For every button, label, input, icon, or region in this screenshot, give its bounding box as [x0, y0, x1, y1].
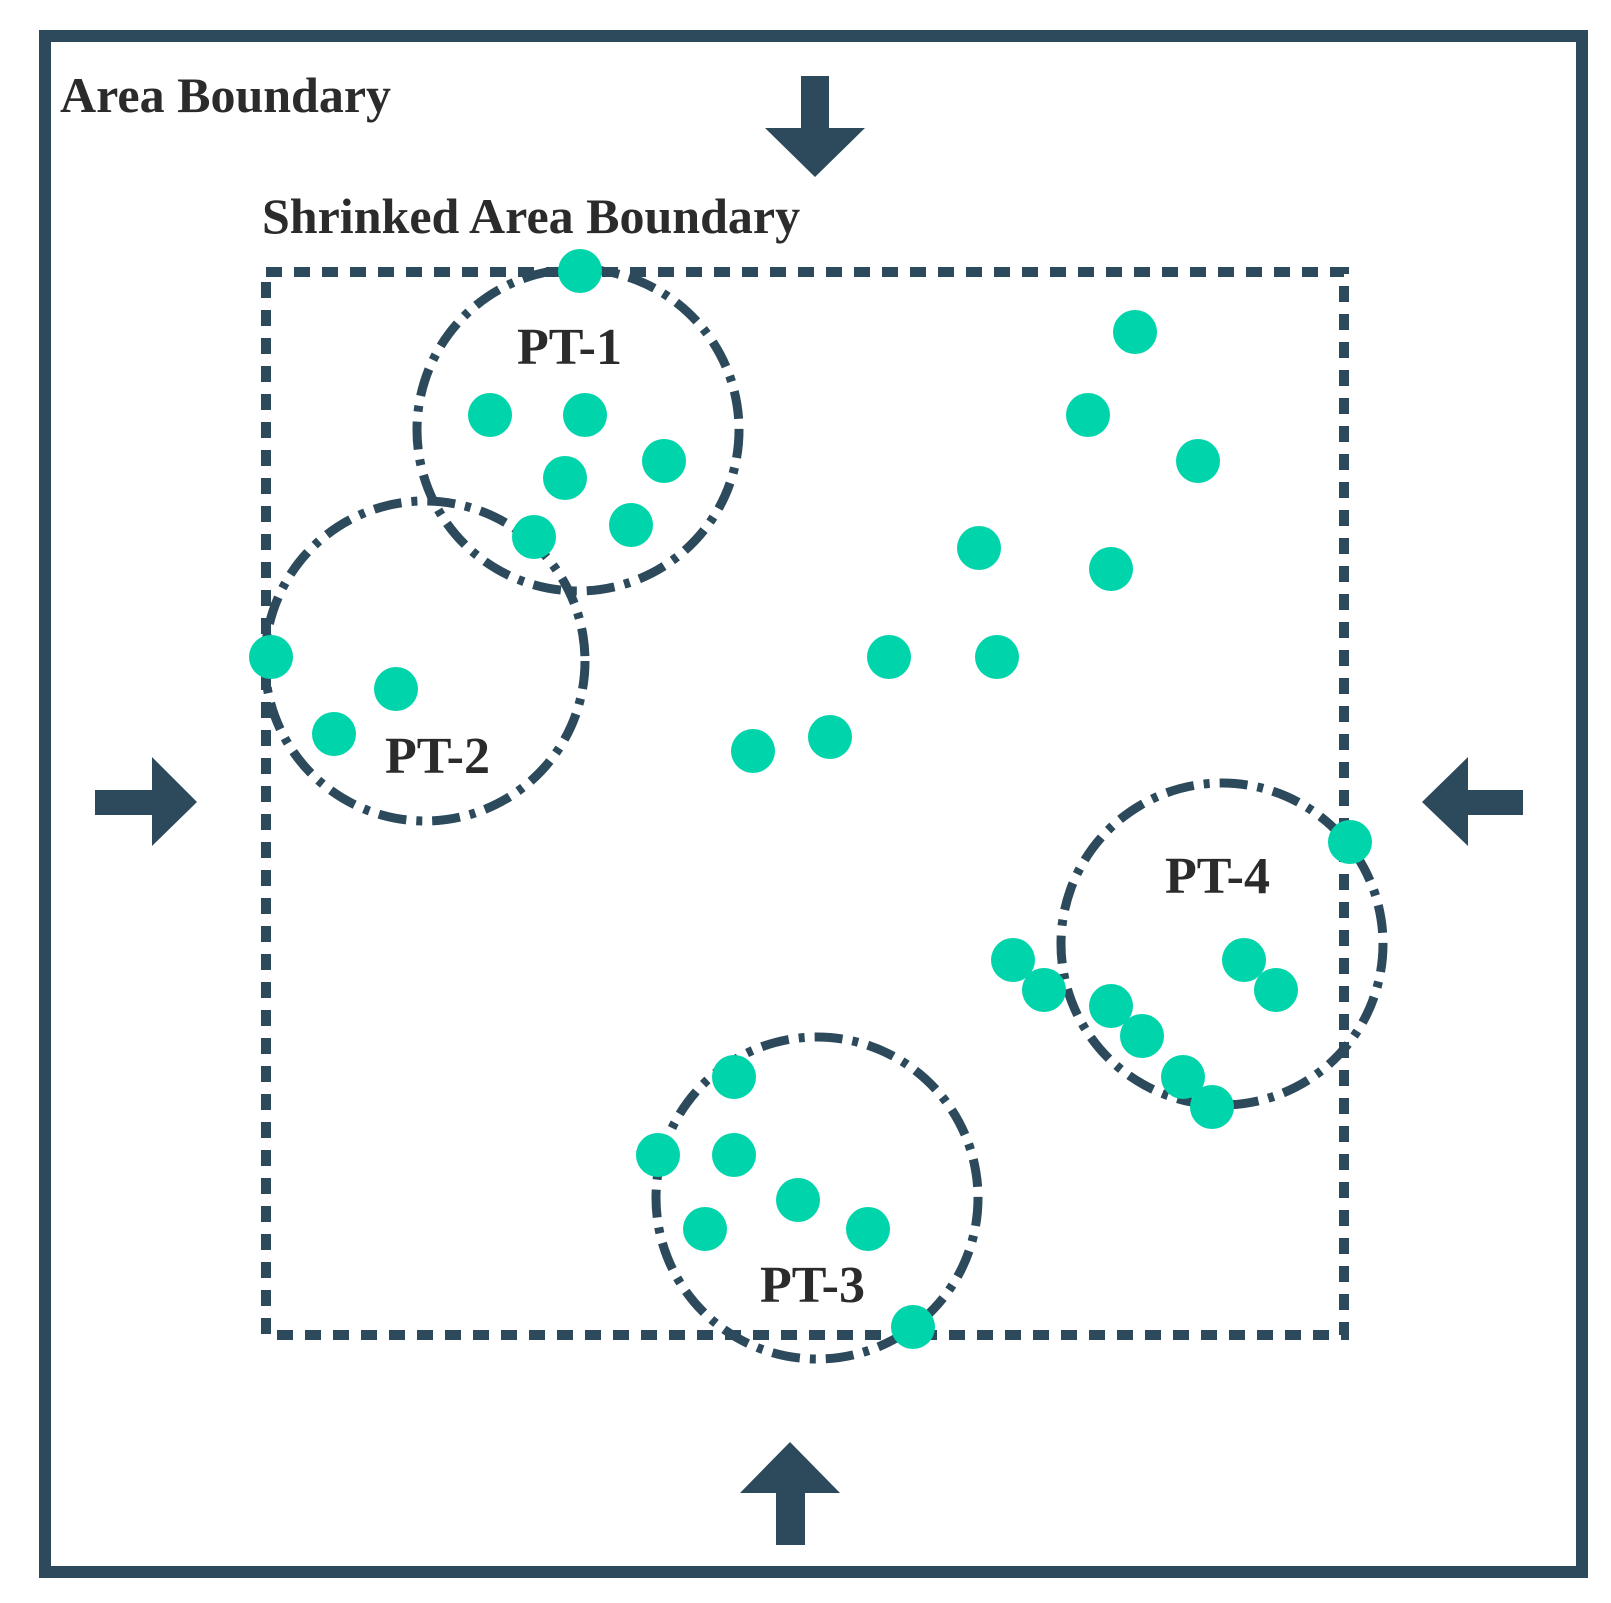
point-marker — [543, 456, 587, 500]
point-marker — [1176, 439, 1220, 483]
cluster-label-pt1: PT-1 — [517, 319, 622, 376]
point-marker — [891, 1305, 935, 1349]
point-marker — [609, 503, 653, 547]
arrow-right-left — [95, 757, 197, 846]
area-boundary-label: Area Boundary — [60, 67, 391, 123]
point-marker — [1089, 547, 1133, 591]
point-marker — [374, 667, 418, 711]
cluster-label-pt3: PT-3 — [760, 1257, 865, 1314]
point-marker — [312, 712, 356, 756]
point-marker — [808, 715, 852, 759]
point-marker — [776, 1178, 820, 1222]
point-marker — [636, 1133, 680, 1177]
point-marker — [846, 1207, 890, 1251]
area-boundary — [39, 30, 1588, 1578]
point-marker — [957, 526, 1001, 570]
point-marker — [1066, 393, 1110, 437]
shrinked-area-boundary-label: Shrinked Area Boundary — [262, 188, 800, 244]
point-marker — [512, 515, 556, 559]
cluster-label-pt2: PT-2 — [385, 728, 490, 785]
point-marker — [867, 635, 911, 679]
points-layer — [249, 249, 1372, 1349]
point-marker — [1328, 820, 1372, 864]
point-marker — [468, 393, 512, 437]
point-marker — [249, 635, 293, 679]
point-marker — [683, 1207, 727, 1251]
point-marker — [975, 635, 1019, 679]
point-marker — [712, 1133, 756, 1177]
point-marker — [642, 439, 686, 483]
point-marker — [1161, 1055, 1205, 1099]
point-marker — [712, 1055, 756, 1099]
arrow-up-bottom — [740, 1442, 840, 1545]
point-marker — [1120, 1014, 1164, 1058]
point-marker — [1190, 1085, 1234, 1129]
point-marker — [563, 393, 607, 437]
shrinked-area-boundary — [261, 267, 1349, 1340]
point-marker — [1113, 310, 1157, 354]
point-marker — [558, 249, 602, 293]
point-marker — [1254, 968, 1298, 1012]
point-marker — [1022, 968, 1066, 1012]
cluster-label-pt4: PT-4 — [1165, 848, 1270, 905]
arrow-down-top — [765, 76, 865, 177]
cluster-ring-pt4 — [1056, 778, 1388, 1110]
point-marker — [991, 938, 1035, 982]
arrow-left-right — [1422, 757, 1523, 846]
point-marker — [1089, 984, 1133, 1028]
cluster-ring-pt3 — [651, 1032, 983, 1364]
point-marker — [731, 729, 775, 773]
point-marker — [1222, 938, 1266, 982]
